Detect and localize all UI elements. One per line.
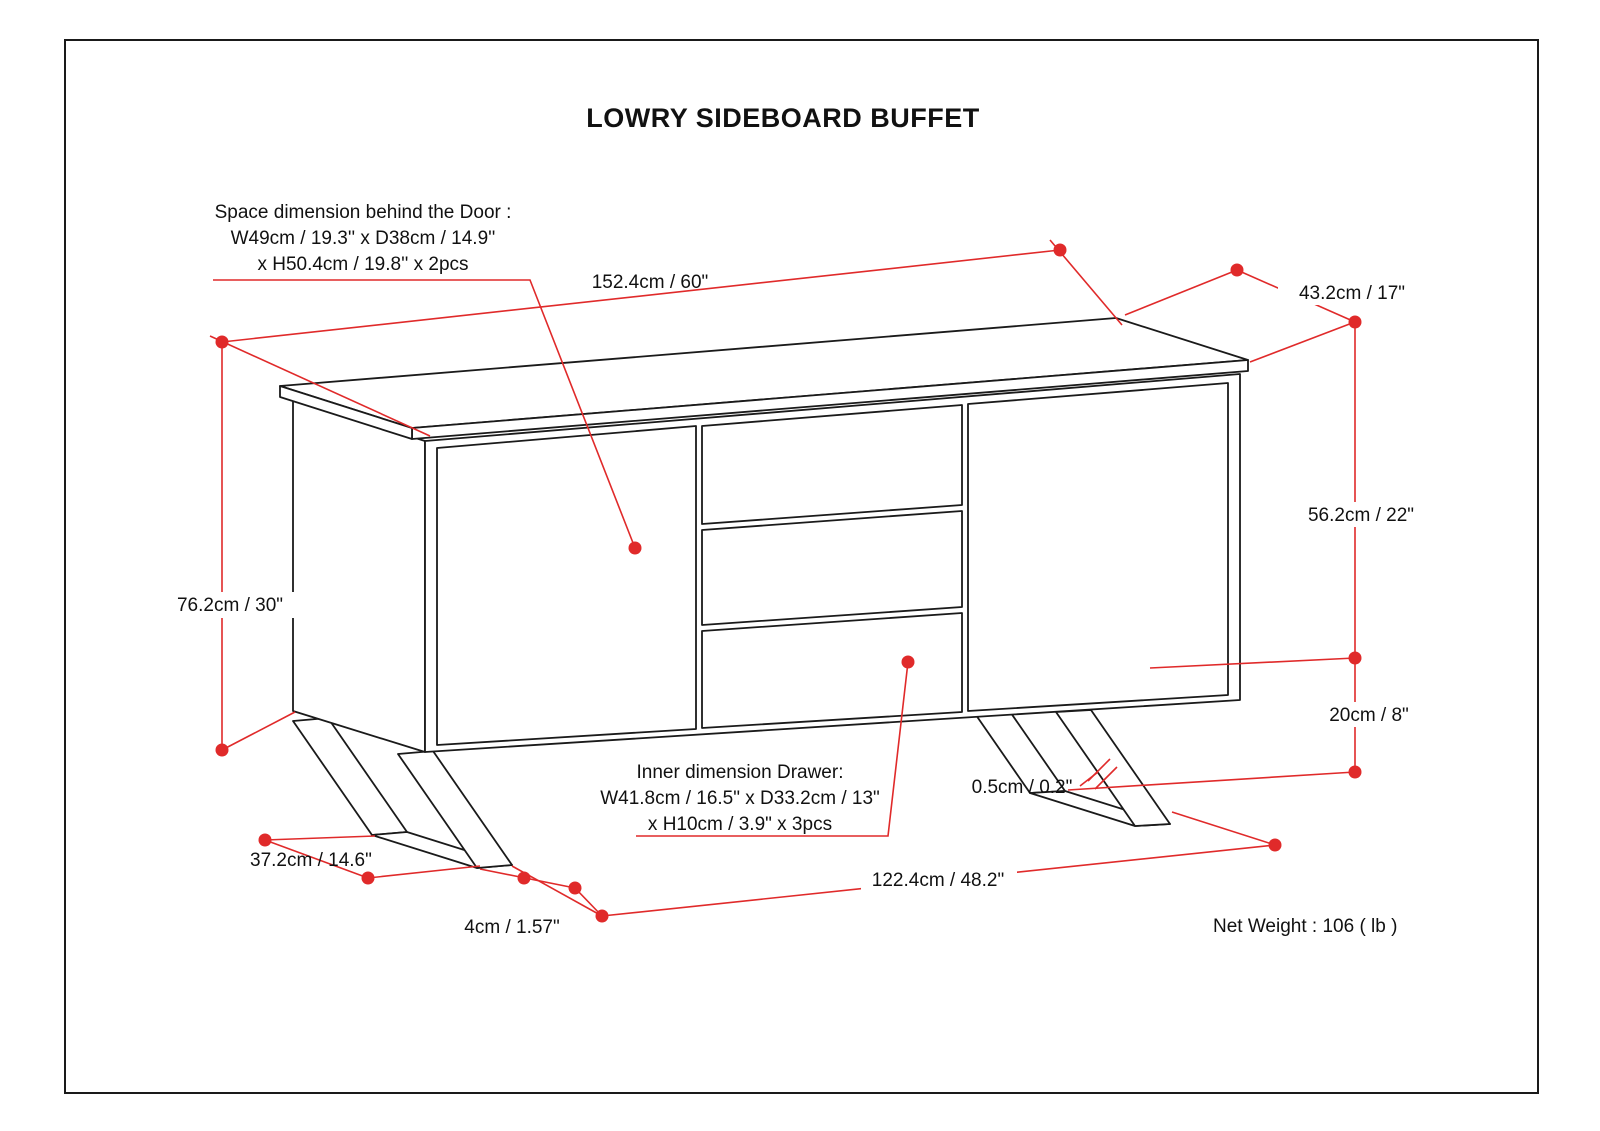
body-height-label-mask [1296, 502, 1426, 527]
door-note-leader [213, 279, 636, 549]
dimension-dot [517, 871, 531, 885]
label-masks [163, 280, 1426, 892]
body-height-extension-mid [1149, 657, 1356, 669]
dimension-dot [1230, 263, 1244, 277]
depth-dimension-label: 43.2cm / 17" [1299, 283, 1405, 304]
leg-span-dimension-label: 122.4cm / 48.2" [872, 870, 1004, 891]
width-dimension-line [221, 249, 1061, 343]
leg-depth-extension-a [264, 835, 376, 841]
cabinet-left-side [292, 399, 426, 753]
drawer-middle [701, 510, 963, 626]
width-extension-left [209, 335, 431, 437]
depth-label-mask [1278, 280, 1426, 305]
dimension-dot [1268, 838, 1282, 852]
top-left-edge [279, 385, 413, 440]
leg-depth-dimension-label: 37.2cm / 14.6" [250, 850, 372, 871]
left-leg-front-blade [397, 750, 513, 869]
page-border [64, 39, 1539, 1094]
dimension-dot [215, 743, 229, 757]
drawer-inner-note-line3: x H10cm / 3.9" x 3pcs [648, 814, 832, 835]
left-leg [292, 717, 513, 869]
leg-height-label-mask [1312, 702, 1426, 727]
depth-extension-left [1124, 267, 1243, 316]
height-label-mask [163, 592, 297, 618]
door-space-note: Space dimension behind the Door : W49cm … [215, 202, 512, 275]
gap-tick-b [1094, 766, 1118, 790]
door-note-dot [628, 541, 642, 555]
drawer-note-dot [901, 655, 915, 669]
cabinet-front-face [424, 373, 1241, 753]
dimension-dot [568, 881, 582, 895]
dimension-labels: 152.4cm / 60" 43.2cm / 17" 76.2cm / 30" … [177, 272, 1414, 938]
dimension-dot [1348, 765, 1362, 779]
dimension-dot [361, 871, 375, 885]
door-space-note-line2: W49cm / 19.3'' x D38cm / 14.9'' [231, 228, 496, 249]
leg-depth-dimension-line [264, 839, 369, 879]
net-weight-label: Net Weight : 106 ( lb ) [1213, 916, 1397, 937]
leg-height-dimension-label: 20cm / 8" [1329, 705, 1409, 726]
height-dimension-label: 76.2cm / 30" [177, 595, 283, 616]
drawer-inner-note-line1: Inner dimension Drawer: [637, 762, 844, 783]
leg-height-extension-bottom [1067, 771, 1356, 791]
dimension-dots [215, 243, 1362, 923]
right-door-panel [967, 382, 1229, 712]
sideboard-drawing [279, 317, 1249, 869]
gap-dimension-label: 0.5cm / 0.2" [972, 777, 1073, 798]
leg-span-extension-right [1171, 811, 1276, 846]
width-dimension-label: 152.4cm / 60" [592, 272, 709, 293]
dimension-dot [1348, 651, 1362, 665]
dimension-dot [215, 335, 229, 349]
depth-extension-right [1249, 319, 1361, 363]
drawer-bottom [701, 612, 963, 729]
drawer-inner-note-line2: W41.8cm / 16.5" x D33.2cm / 13" [600, 788, 880, 809]
dimension-dot [595, 909, 609, 923]
gap-tick-a [1087, 758, 1111, 782]
drawer-top [701, 404, 963, 525]
drawer-inner-note: Inner dimension Drawer: W41.8cm / 16.5" … [600, 762, 880, 835]
leg-span-label-mask [861, 866, 1017, 892]
dimension-dot [1053, 243, 1067, 257]
drawer-note-leader [636, 661, 909, 837]
body-height-dimension-label: 56.2cm / 22" [1308, 505, 1414, 526]
height-extension-bottom [221, 711, 296, 751]
door-space-note-line1: Space dimension behind the Door : [215, 202, 512, 223]
leg-depth-extension-b [367, 865, 481, 879]
dimension-dot [1348, 315, 1362, 329]
page-title: LOWRY SIDEBOARD BUFFET [586, 103, 980, 133]
door-space-note-line3: x H50.4cm / 19.8'' x 2pcs [257, 254, 468, 275]
dimension-dot [258, 833, 272, 847]
leg-width-dimension-label: 4cm / 1.57" [464, 917, 559, 938]
left-door-panel [436, 425, 697, 746]
